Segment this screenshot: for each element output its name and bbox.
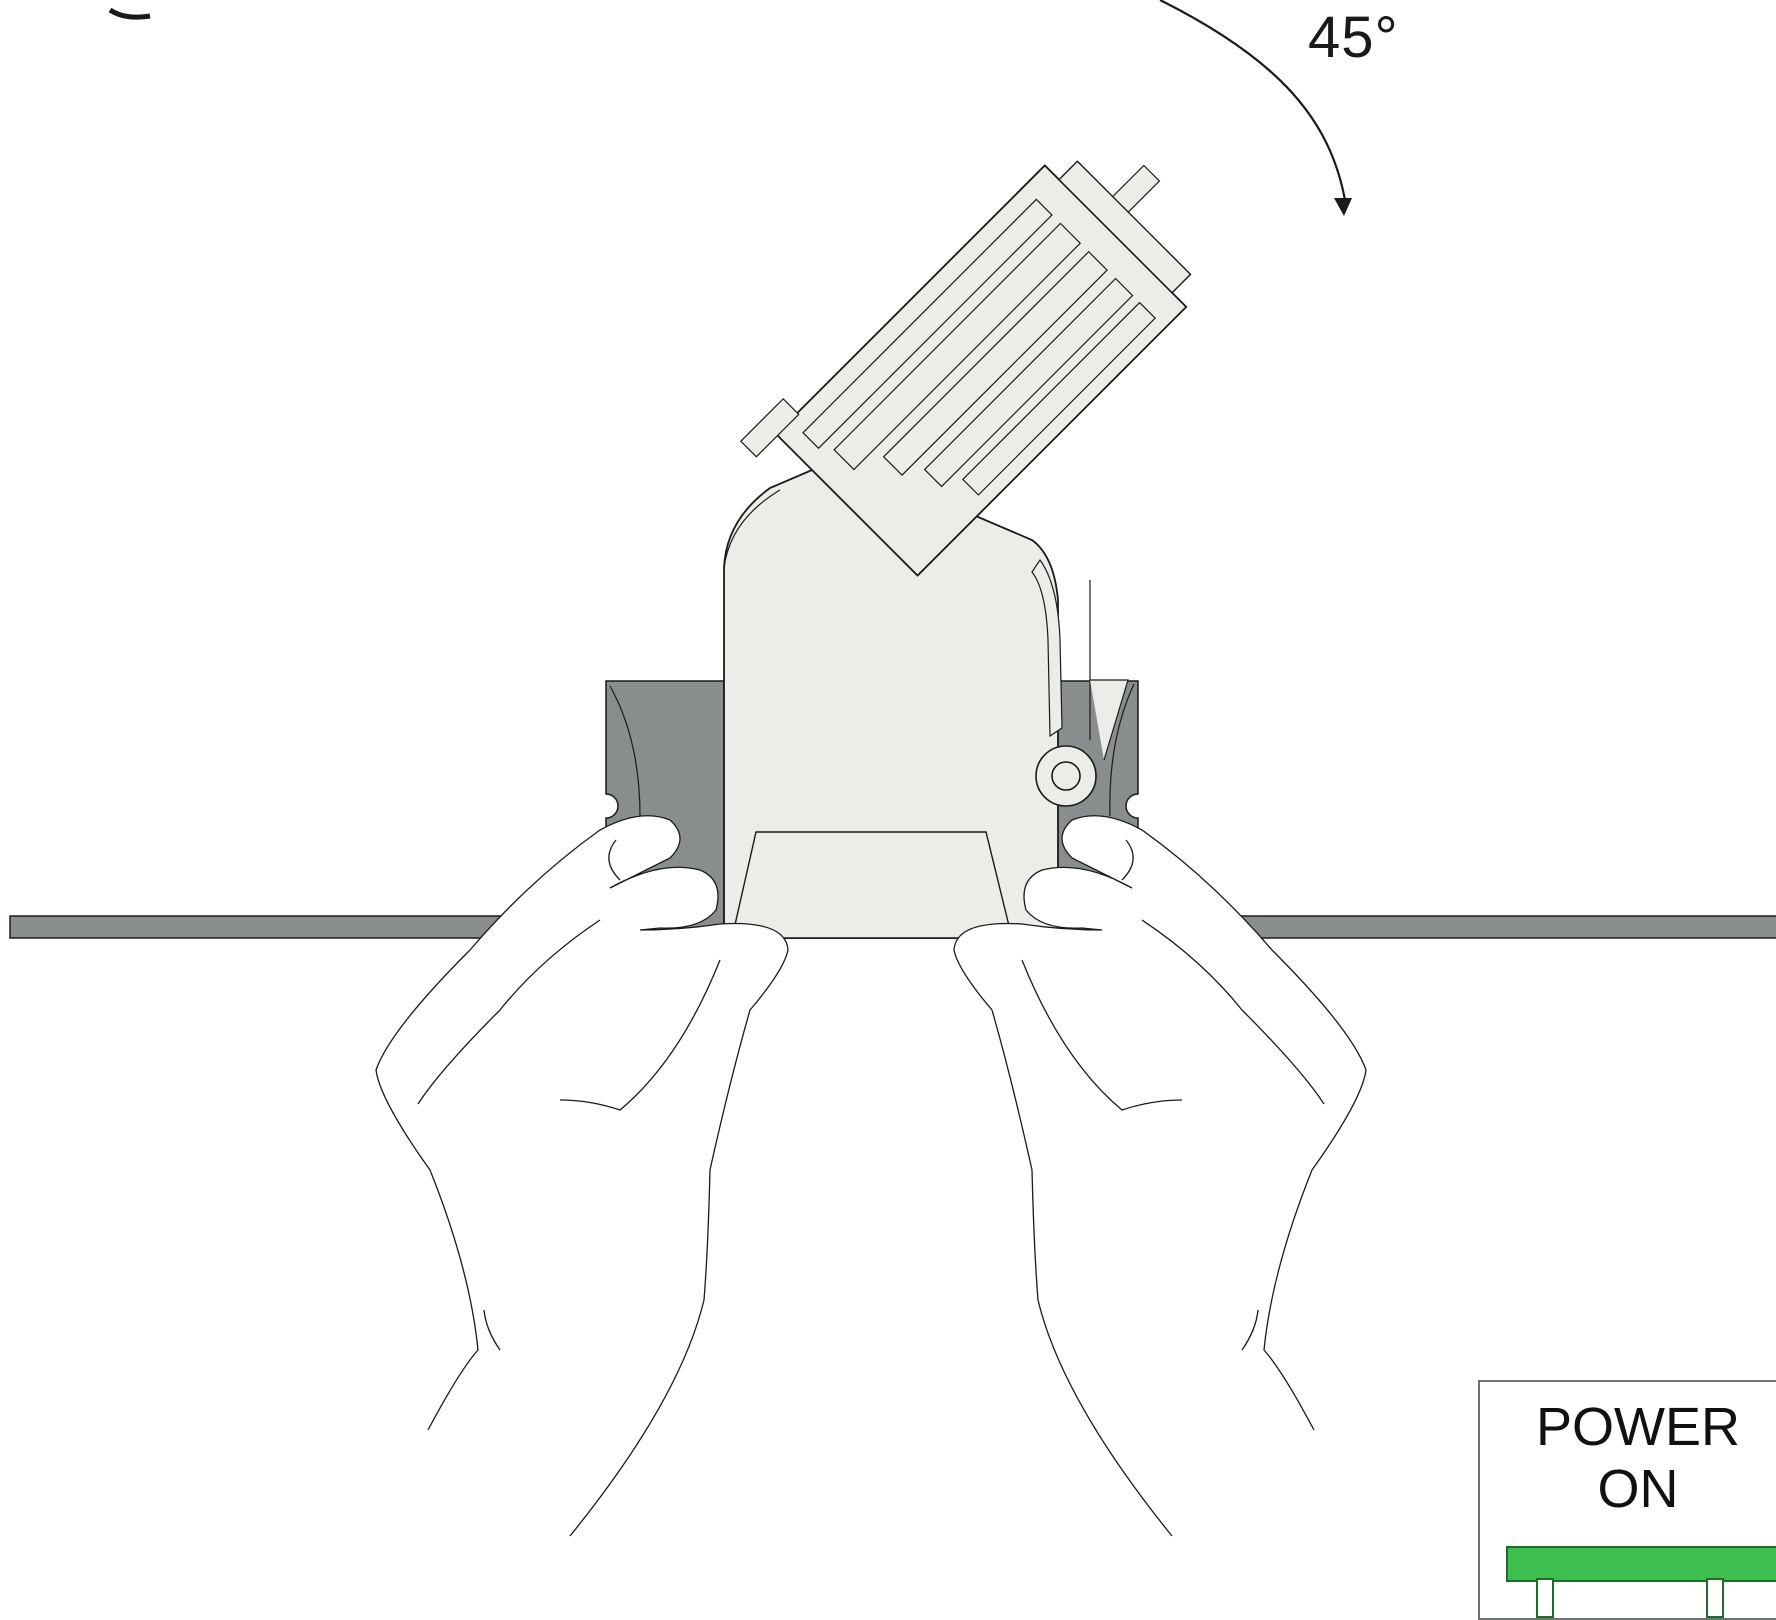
tilted-cartridge (739, 160, 1192, 577)
power-line-2: ON (1597, 1459, 1679, 1519)
power-on-text: POWER ON (1480, 1396, 1776, 1520)
indicator-leg-left (1536, 1578, 1554, 1618)
rotation-angle-label: 45° (1308, 5, 1399, 70)
front-window (731, 831, 1013, 939)
roller-knob (1035, 745, 1097, 807)
rotation-arrow-icon (1159, 0, 1352, 216)
installation-diagram: 45° POWER ON (9, 0, 1776, 1620)
right-hand (953, 815, 1367, 1537)
diagram-canvas (9, 0, 1776, 1537)
power-on-card: POWER ON (1478, 1380, 1776, 1620)
power-line-1: POWER (1535, 1397, 1740, 1457)
device-body (723, 457, 1129, 939)
partial-circle-mark (108, 7, 151, 20)
indicator-leg-right (1706, 1578, 1724, 1618)
power-indicator-light (1506, 1546, 1776, 1582)
left-hand (375, 815, 789, 1537)
